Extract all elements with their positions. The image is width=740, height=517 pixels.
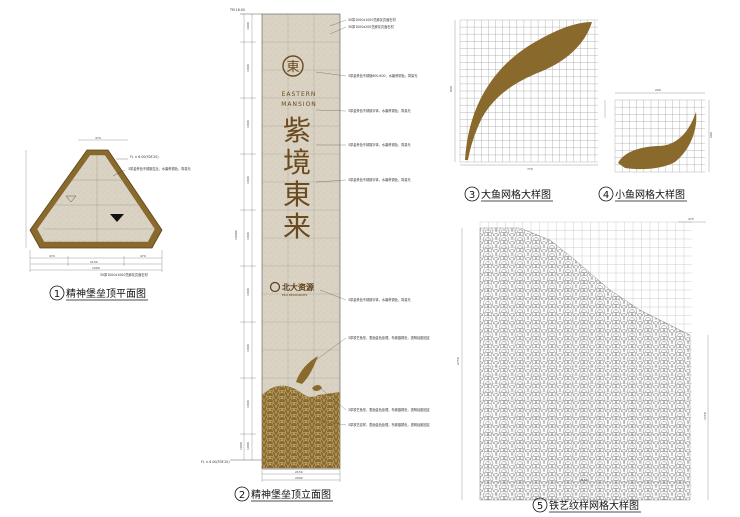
caption-3-text: 大鱼网格大样图: [481, 188, 551, 201]
elev-dim-5: 1000: [246, 232, 250, 240]
elev-note-7: 3厚金黄色不锈钢字体，水磨黄铜色，简易光: [348, 297, 411, 302]
title-char-3: 東: [283, 178, 311, 211]
pillar-wave-pattern: [262, 385, 340, 468]
elev-bottom-dim-2: 2000: [295, 476, 303, 480]
elev-note-8: 3厚铁艺鱼形，表面金色处理，布置镀铜色，透明硅胶固定: [348, 335, 431, 340]
plan-stone-fill: [36, 154, 156, 243]
caption-4-num: 4: [603, 190, 609, 201]
elev-dim-7: 1000: [246, 344, 250, 352]
developer-cn: 北大资源: [282, 282, 314, 292]
elev-dim-3: 1000: [246, 120, 250, 128]
plan-dim-4: 1000: [92, 266, 100, 270]
smallfish-dim-h: 200: [709, 132, 713, 138]
elev-top-level: TM 16.00: [229, 8, 245, 12]
pattern-view: 2750 1550 2150 470: [456, 217, 709, 501]
elev-dim-10: 1000: [239, 442, 243, 450]
elevation-view: 東 EASTERN MANSION 紫 境 東 来 北大资源 PKU RESOU…: [201, 8, 431, 482]
plan-note-2: 30厚1000x1000芝麻灰亮面石材: [100, 272, 148, 277]
elev-bottom-level: FL ± 6.00(FDF.20): [201, 460, 230, 464]
elev-note-2: 30厚1000x200芝麻灰亮面石材: [348, 24, 394, 29]
elev-dim-6: 1000: [246, 288, 250, 296]
caption-1-num: 1: [54, 289, 60, 300]
plan-dim-5: 470: [95, 136, 101, 140]
elev-note-1: 30厚1000x1000芝麻灰亮面石材: [348, 17, 396, 22]
scale-pattern: [480, 228, 690, 500]
caption-3-num: 3: [469, 190, 475, 201]
title-char-4: 来: [283, 210, 311, 243]
title-char-1: 紫: [283, 114, 311, 147]
brand-name-line1: EASTERN: [282, 91, 317, 98]
caption-2-num: 2: [239, 490, 245, 501]
bigfish-dim-h: 940: [449, 86, 453, 92]
plan-dim-2: 470: [140, 254, 146, 258]
caption-5: 5 铁艺纹样网格大样图: [532, 497, 641, 513]
caption-4: 4 小鱼网格大样图: [598, 186, 687, 202]
pattern-dim-side: 1550: [703, 412, 707, 420]
brand-logo-circle: [282, 55, 304, 77]
plan-view: 470 470 2150 1000 470 FL ± 6.00(FDF.20) …: [25, 136, 191, 277]
pattern-dim-h: 2750: [456, 357, 460, 365]
caption-1-text: 精神堡垒顶平面图: [66, 287, 146, 300]
caption-5-text: 铁艺纹样网格大样图: [549, 499, 639, 512]
caption-4-text: 小鱼网格大样图: [615, 188, 685, 201]
smallfish-shape: [618, 112, 697, 170]
developer-en: PKU RESOURCES: [282, 293, 307, 297]
plan-dim-1: 470: [49, 254, 55, 258]
elev-dim-8: 1000: [246, 400, 250, 408]
elev-dim-4: 1000: [246, 176, 250, 184]
bigfish-dim-w: 770: [527, 167, 533, 171]
elev-dim-1: 1000: [246, 22, 250, 30]
plan-level: FL ± 6.00(FDF.20): [130, 155, 159, 159]
pattern-dim-top: 470: [688, 217, 694, 221]
bigfish-view: 770 940: [449, 19, 598, 171]
developer-logo-icon: [269, 281, 281, 293]
elev-bottom-dim-1: 2150: [295, 470, 303, 474]
elev-note-4: 3厚金黄色不锈钢字体，水磨黄铜色，简易光: [348, 108, 411, 113]
elev-note-5: 3厚金黄色不锈钢字体，水磨黄铜色，简易光: [348, 142, 411, 147]
title-char-2: 境: [283, 146, 311, 179]
caption-2: 2 精神堡垒顶立面图: [234, 486, 333, 502]
elev-note-10: 3厚铁艺纹样，表面金色处理，布置镀铜色，透明硅胶固定: [348, 422, 431, 427]
bigfish-shape: [465, 22, 592, 160]
caption-2-text: 精神堡垒顶立面图: [251, 488, 331, 501]
brand-name-line2: MANSION: [281, 101, 317, 108]
smallfish-view: 200 200: [604, 88, 713, 173]
elev-dim-2: 1000: [246, 64, 250, 72]
elev-total-height: 10000: [234, 230, 238, 240]
plan-note-1: 3厚金黄色不锈钢拉丝，水磨黄铜色，简易光: [128, 166, 191, 171]
elev-note-3: 3厚金黄色不锈钢600,600，水磨黄铜色，简易光: [348, 73, 418, 78]
brand-logo-char: 東: [286, 59, 299, 75]
elev-note-6: 3厚金黄色不锈钢字体，水磨黄铜色，简易光: [348, 177, 411, 182]
caption-5-num: 5: [537, 501, 543, 512]
plan-dim-3: 2150: [90, 260, 98, 264]
pattern-dim-w: 2150: [580, 478, 588, 482]
caption-1: 1 精神堡垒顶平面图: [49, 285, 148, 301]
smallfish-dim-w: 200: [655, 88, 661, 92]
pillar-fish-icon: [296, 356, 318, 384]
elev-dim-9: 1000: [246, 442, 250, 450]
elev-note-9: 3厚铁艺鱼形，表面金色处理，布置镀铜色，透明硅胶固定: [348, 407, 431, 412]
caption-3: 3 大鱼网格大样图: [464, 186, 553, 202]
